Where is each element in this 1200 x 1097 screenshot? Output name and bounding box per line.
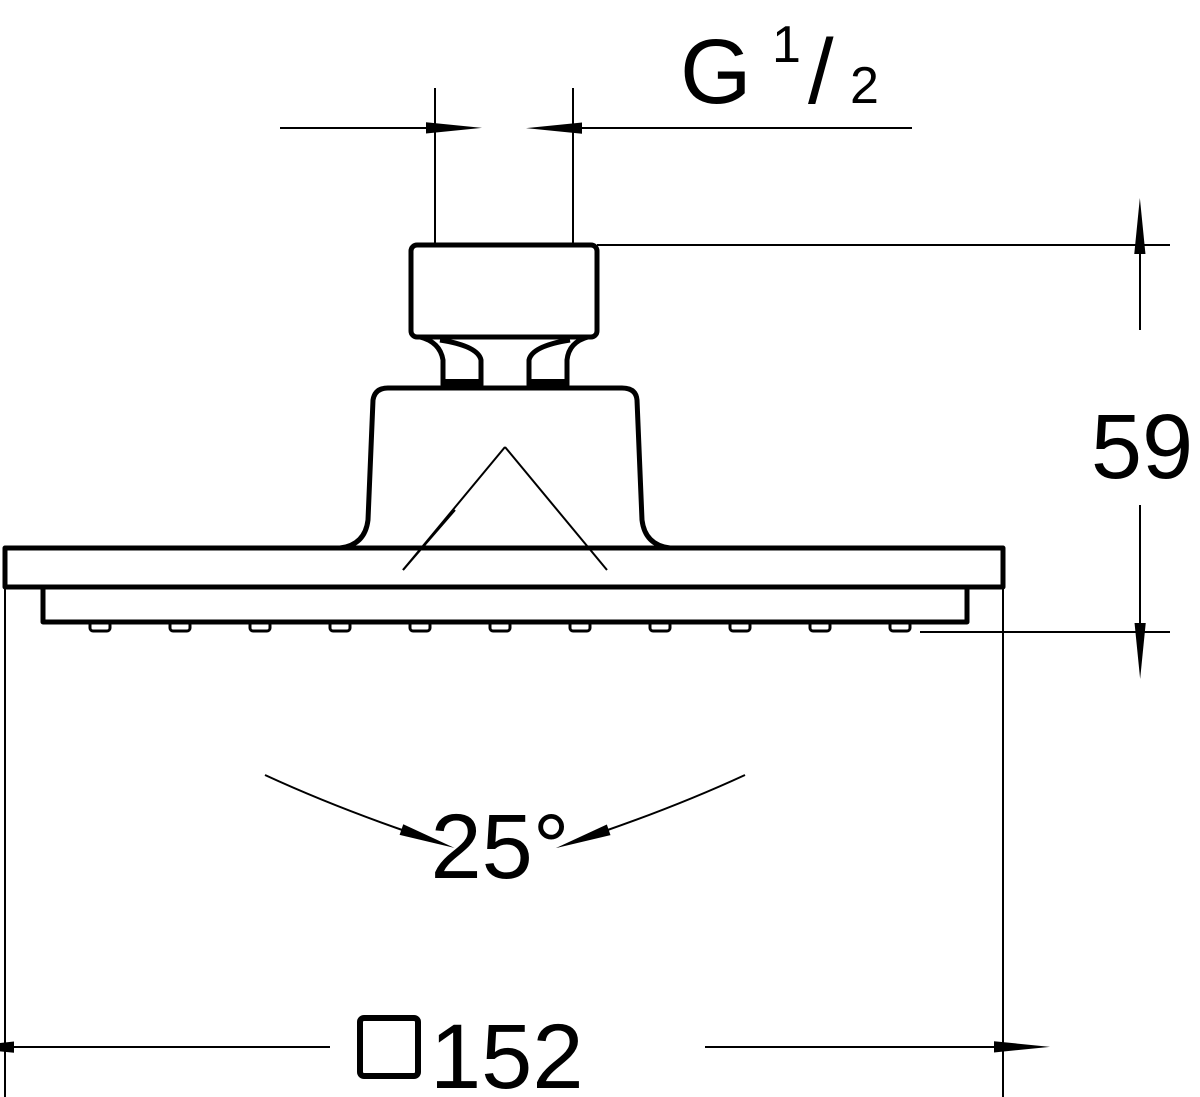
thread-prefix: G bbox=[680, 21, 752, 123]
nozzles bbox=[88, 620, 912, 633]
nozzle bbox=[568, 620, 592, 633]
square-symbol-icon bbox=[357, 1015, 421, 1079]
spray-plate bbox=[40, 587, 970, 625]
body bbox=[339, 385, 671, 551]
connector-neck-left bbox=[419, 334, 484, 388]
spray-cone bbox=[264, 446, 746, 849]
nozzle bbox=[168, 620, 192, 633]
nozzle bbox=[808, 620, 832, 633]
nozzle bbox=[648, 620, 672, 633]
spray-angle-value: 25° bbox=[430, 796, 569, 898]
thread-numerator: 1 bbox=[772, 16, 801, 74]
height-value: 59 bbox=[1091, 396, 1193, 498]
thread-slash: / bbox=[808, 21, 834, 123]
width-value: 152 bbox=[430, 1006, 584, 1097]
connector-neck-right bbox=[526, 334, 589, 388]
nozzle bbox=[888, 620, 912, 633]
nozzle bbox=[248, 620, 272, 633]
height-dimension bbox=[597, 198, 1170, 679]
nozzle bbox=[488, 620, 512, 633]
nozzle bbox=[328, 620, 352, 633]
top-plate bbox=[2, 545, 1006, 590]
width-dimension bbox=[0, 587, 1050, 1097]
shower-head-outline bbox=[2, 242, 1006, 625]
nozzle bbox=[88, 620, 112, 633]
nozzle bbox=[728, 620, 752, 633]
connector-nut bbox=[408, 242, 600, 340]
nozzle bbox=[408, 620, 432, 633]
thread-denominator: 2 bbox=[850, 57, 879, 115]
thread-dimension bbox=[280, 88, 912, 245]
